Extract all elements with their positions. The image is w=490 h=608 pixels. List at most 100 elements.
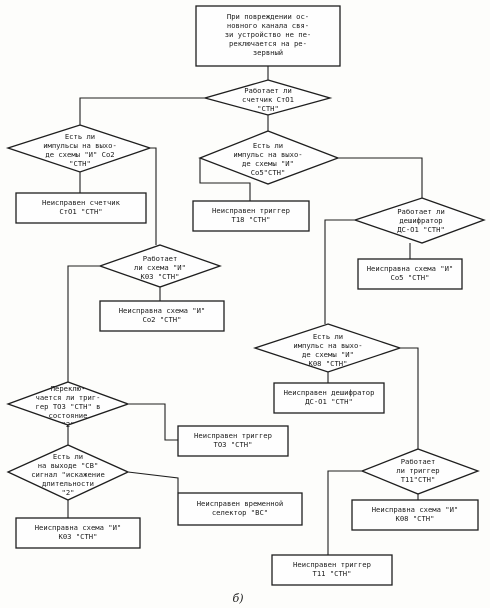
label-line: Со2 "СТН" xyxy=(143,315,182,324)
label-line: Неисправен триггер xyxy=(212,206,290,215)
result-and-co5-faulty-text: Неисправна схема "И"Со5 "СТН" xyxy=(367,264,454,282)
edge-k03-t03 xyxy=(67,265,100,382)
label-line: "2" xyxy=(62,420,75,429)
label-line: реключается на ре- xyxy=(229,39,307,48)
label-line: Со5 "СТН" xyxy=(391,273,430,282)
label-line: Есть ли xyxy=(313,332,343,341)
label-line: К03 "СТН" xyxy=(141,272,180,281)
label-line: Неисправна схема "И" xyxy=(35,523,122,532)
label-line: на выходе "СВ" xyxy=(38,461,99,470)
node-start: При повреждении ос-новного канала свя-зи… xyxy=(195,5,341,67)
label-line: Работает xyxy=(401,457,436,466)
label-line: импульс на выхо- xyxy=(233,150,302,159)
label-line: Т18 "СТН" xyxy=(232,215,271,224)
label-line: Есть ли xyxy=(65,132,95,141)
label-line: импульсы на выхо- xyxy=(43,141,117,150)
label-line: Т11"СТН" xyxy=(401,475,436,484)
label-line: счетчик СтО1 xyxy=(242,95,294,104)
result-and-k08-faulty-text: Неисправна схема "И"К08 "СТН" xyxy=(372,505,459,523)
label-line: Неисправен дешифратор xyxy=(284,388,375,397)
label-line: Неисправен триггер xyxy=(194,431,272,440)
label-line: ДС-О1 "СТН" xyxy=(305,397,353,406)
edge-k08-t11 xyxy=(400,347,419,449)
edges xyxy=(67,66,423,555)
figure-caption: б) xyxy=(232,592,243,605)
label-line: ли триггер xyxy=(396,466,439,475)
label-line: Неисправен счетчик xyxy=(42,198,121,207)
result-and-co2-faulty-text: Неисправна схема "И"Со2 "СТН" xyxy=(119,306,206,324)
edge-t03-rt03 xyxy=(128,403,178,441)
label-line: Неисправен триггер xyxy=(293,560,371,569)
label-line: де схемы "И" xyxy=(302,350,354,359)
label-line: де схемы "И" xyxy=(242,159,294,168)
edge-t11-rt11 xyxy=(327,470,362,555)
label-line: К08 "СТН" xyxy=(396,514,435,523)
label-line: зи устройство не пе- xyxy=(225,30,312,39)
edge-co5-t18 xyxy=(199,158,251,201)
label-line: "СТН" xyxy=(69,159,91,168)
label-line: Работает ли xyxy=(397,207,445,216)
label-line: Переклю- xyxy=(51,384,86,393)
label-line: Неисправен временной xyxy=(197,499,284,508)
label-line: дешифратор xyxy=(399,216,442,225)
label-line: Есть ли xyxy=(253,141,283,150)
label-line: "2" xyxy=(62,488,75,497)
label-line: сигнал "искажение xyxy=(31,470,105,479)
label-line: Неисправна схема "И" xyxy=(119,306,206,315)
label-line: Есть ли xyxy=(53,452,83,461)
label-line: гер ТО3 "СТН" в xyxy=(36,402,101,411)
label-line: Работает ли xyxy=(244,86,292,95)
label-line: ТО3 "СТН" xyxy=(214,440,253,449)
label-line: зервный xyxy=(253,48,283,57)
edge-st01-co2 xyxy=(79,97,205,125)
label-line: ДС-О1 "СТН" xyxy=(397,225,445,234)
label-line: Со5"СТН" xyxy=(251,168,286,177)
label-line: селектор "ВС" xyxy=(212,508,268,517)
label-line: Неисправна схема "И" xyxy=(367,264,454,273)
result-and-co5-faulty: Неисправна схема "И"Со5 "СТН" xyxy=(357,258,463,290)
label-line: состояние xyxy=(49,411,88,420)
label-line: Неисправна схема "И" xyxy=(372,505,459,514)
start-text: При повреждении ос-новного канала свя-зи… xyxy=(225,12,312,57)
label-line: чается ли триг- xyxy=(36,393,101,402)
edge-co5-dc01 xyxy=(338,157,423,198)
label-line: К08 "СТН" xyxy=(309,359,348,368)
label-line: длительности xyxy=(42,479,94,488)
label-line: При повреждении ос- xyxy=(227,12,309,21)
label-line: ли схема "И" xyxy=(134,263,186,272)
result-and-k03-faulty: Неисправна схема "И"К03 "СТН" xyxy=(15,517,141,549)
result-and-k08-faulty: Неисправна схема "И"К08 "СТН" xyxy=(351,499,479,531)
label-line: "СТН" xyxy=(257,104,279,113)
result-and-k03-faulty-text: Неисправна схема "И"К03 "СТН" xyxy=(35,523,122,541)
label-line: СтО1 "СТН" xyxy=(59,207,102,216)
label-line: Работает xyxy=(143,254,178,263)
edge-dc01-k08 xyxy=(324,219,355,324)
